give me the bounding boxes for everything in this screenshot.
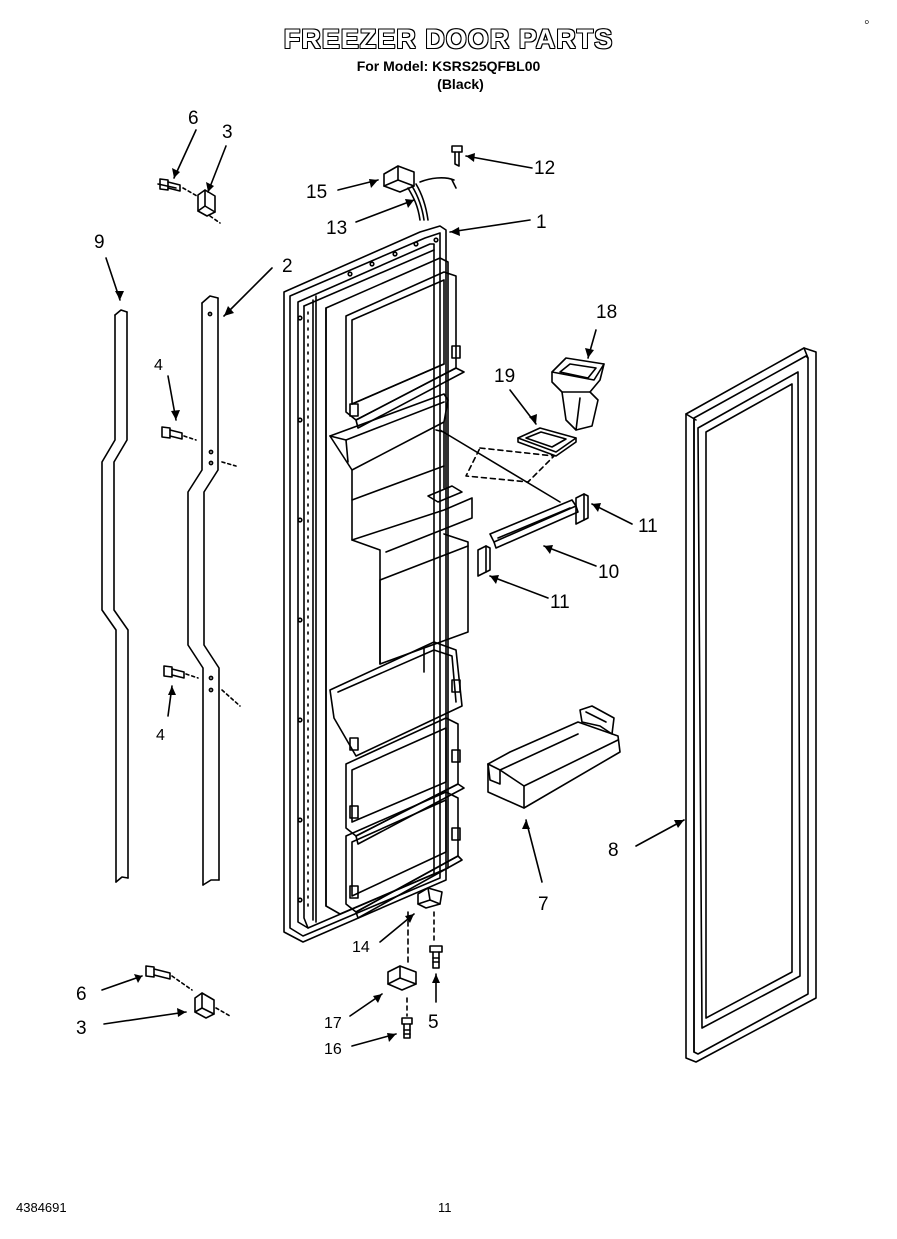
- part-8-gasket: [685, 347, 817, 1063]
- callout-7: 7: [538, 894, 549, 915]
- model-subtitle: For Model: KSRS25QFBL00: [356, 58, 541, 74]
- part-10-bar: [439, 429, 579, 549]
- callout-4-lower: 4: [156, 727, 165, 744]
- part-17-hinge-block: [387, 965, 417, 991]
- callout-5: 5: [428, 1012, 439, 1033]
- part-3-bracket-top: [197, 189, 221, 224]
- part-2-rail: [187, 295, 241, 886]
- callout-labels: 1 2 3 3 4 4 5 6 6 7 8 9 10 11 11 12 13 1…: [76, 108, 658, 1058]
- part-4-screw-lower: [163, 665, 199, 679]
- corner-mark: ◦: [864, 14, 870, 31]
- page-title: FREEZER DOOR PARTS: [283, 24, 614, 54]
- callout-1: 1: [536, 212, 547, 233]
- part-9-strip: [101, 309, 129, 883]
- callout-13: 13: [326, 218, 347, 239]
- part-11-clip-left: [477, 545, 491, 577]
- callout-2: 2: [282, 256, 293, 277]
- part-3-bracket-bottom: [194, 992, 231, 1019]
- leader-lines: [101, 129, 685, 1047]
- part-6-screw-top: [157, 178, 198, 197]
- callout-3-top: 3: [222, 122, 233, 143]
- part-5-screw: [429, 945, 443, 969]
- callout-9: 9: [94, 232, 105, 253]
- callout-17: 17: [324, 1015, 342, 1032]
- callout-8: 8: [608, 840, 619, 861]
- part-19-seal: [517, 427, 577, 457]
- callout-14: 14: [352, 939, 370, 956]
- callout-3-bottom: 3: [76, 1018, 87, 1039]
- callout-4-upper: 4: [154, 357, 163, 374]
- part-15-connector: [383, 165, 415, 193]
- callout-15: 15: [306, 182, 327, 203]
- callout-10: 10: [598, 562, 619, 583]
- part-4-screw-upper: [161, 426, 197, 441]
- document-number: 4384691: [16, 1200, 67, 1215]
- part-14-hinge-pin: [407, 887, 443, 965]
- callout-6-bottom: 6: [76, 984, 87, 1005]
- part-12-screw: [451, 145, 463, 167]
- part-7-bin: [487, 705, 621, 809]
- callout-11-left: 11: [550, 592, 570, 613]
- part-6-screw-bottom: [145, 965, 193, 991]
- callout-11-right: 11: [638, 516, 658, 537]
- part-18-chute: [551, 357, 605, 431]
- part-11-clip-right: [575, 493, 589, 525]
- callout-18: 18: [596, 302, 617, 323]
- page-number: 11: [438, 1200, 452, 1215]
- arrow-heads: [115, 153, 684, 1042]
- callout-6-top: 6: [188, 108, 199, 129]
- callout-19: 19: [494, 366, 515, 387]
- callout-12: 12: [534, 158, 555, 179]
- callout-16: 16: [324, 1041, 342, 1058]
- color-subtitle: (Black): [437, 76, 484, 92]
- part-16-screw: [401, 997, 413, 1039]
- part-13-wire-harness: [407, 177, 457, 221]
- part-1-door-liner: [283, 225, 473, 943]
